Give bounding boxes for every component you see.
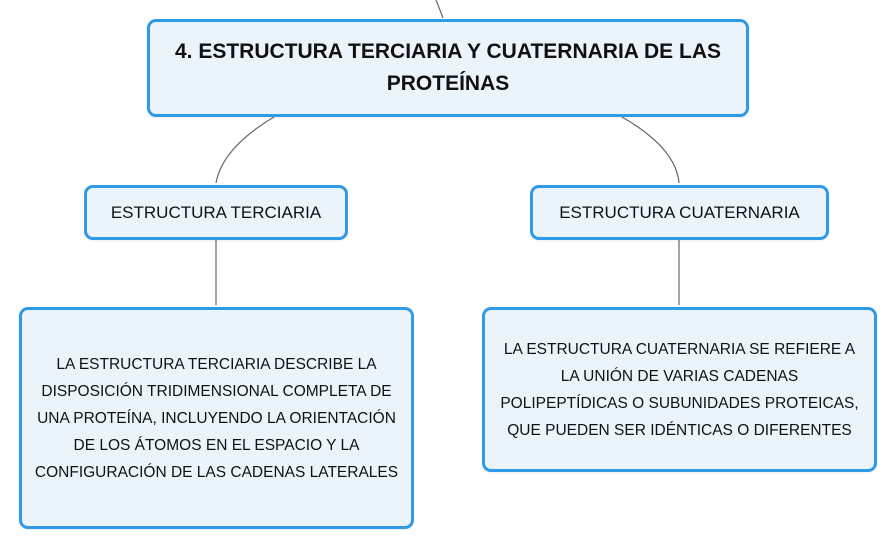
terciaria-description-node[interactable]: LA ESTRUCTURA TERCIARIA DESCRIBE LA DISP… — [19, 307, 414, 529]
connector-root-to-cuaternaria — [621, 116, 680, 184]
subtopic-terciaria-node[interactable]: ESTRUCTURA TERCIARIA — [84, 185, 348, 240]
subtopic-cuaternaria-label: ESTRUCTURA CUATERNARIA — [559, 202, 800, 222]
incoming-connector — [435, 0, 444, 19]
root-topic-title: 4. ESTRUCTURA TERCIARIA Y CUATERNARIA DE… — [174, 40, 722, 95]
root-topic-node[interactable]: 4. ESTRUCTURA TERCIARIA Y CUATERNARIA DE… — [147, 19, 749, 117]
cuaternaria-description-text: LA ESTRUCTURA CUATERNARIA SE REFIERE A L… — [500, 340, 859, 439]
subtopic-cuaternaria-node[interactable]: ESTRUCTURA CUATERNARIA — [530, 185, 829, 240]
subtopic-terciaria-label: ESTRUCTURA TERCIARIA — [110, 202, 322, 222]
terciaria-description-text: LA ESTRUCTURA TERCIARIA DESCRIBE LA DISP… — [34, 355, 399, 481]
cuaternaria-description-node[interactable]: LA ESTRUCTURA CUATERNARIA SE REFIERE A L… — [482, 307, 877, 472]
connector-root-to-terciaria — [215, 116, 275, 184]
